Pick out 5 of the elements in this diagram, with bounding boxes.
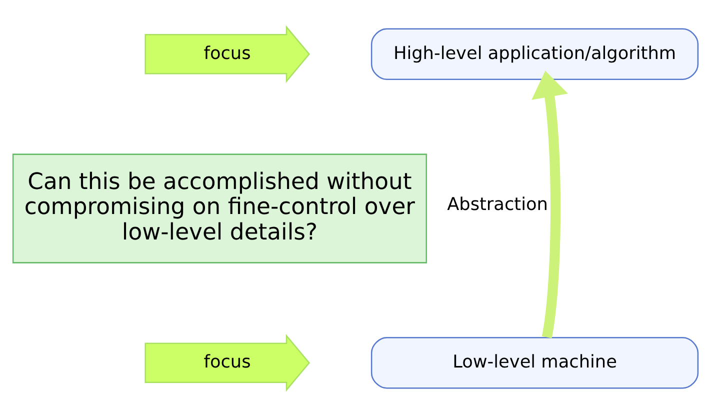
- node-box: High-level application/algorithm: [370, 28, 699, 80]
- arrow: [532, 70, 568, 338]
- node-box: Can this be accomplished without compromising on fine-control over low-level details?: [12, 154, 428, 264]
- edge-label: Abstraction: [447, 194, 548, 215]
- node-box: Low-level machine: [370, 337, 699, 389]
